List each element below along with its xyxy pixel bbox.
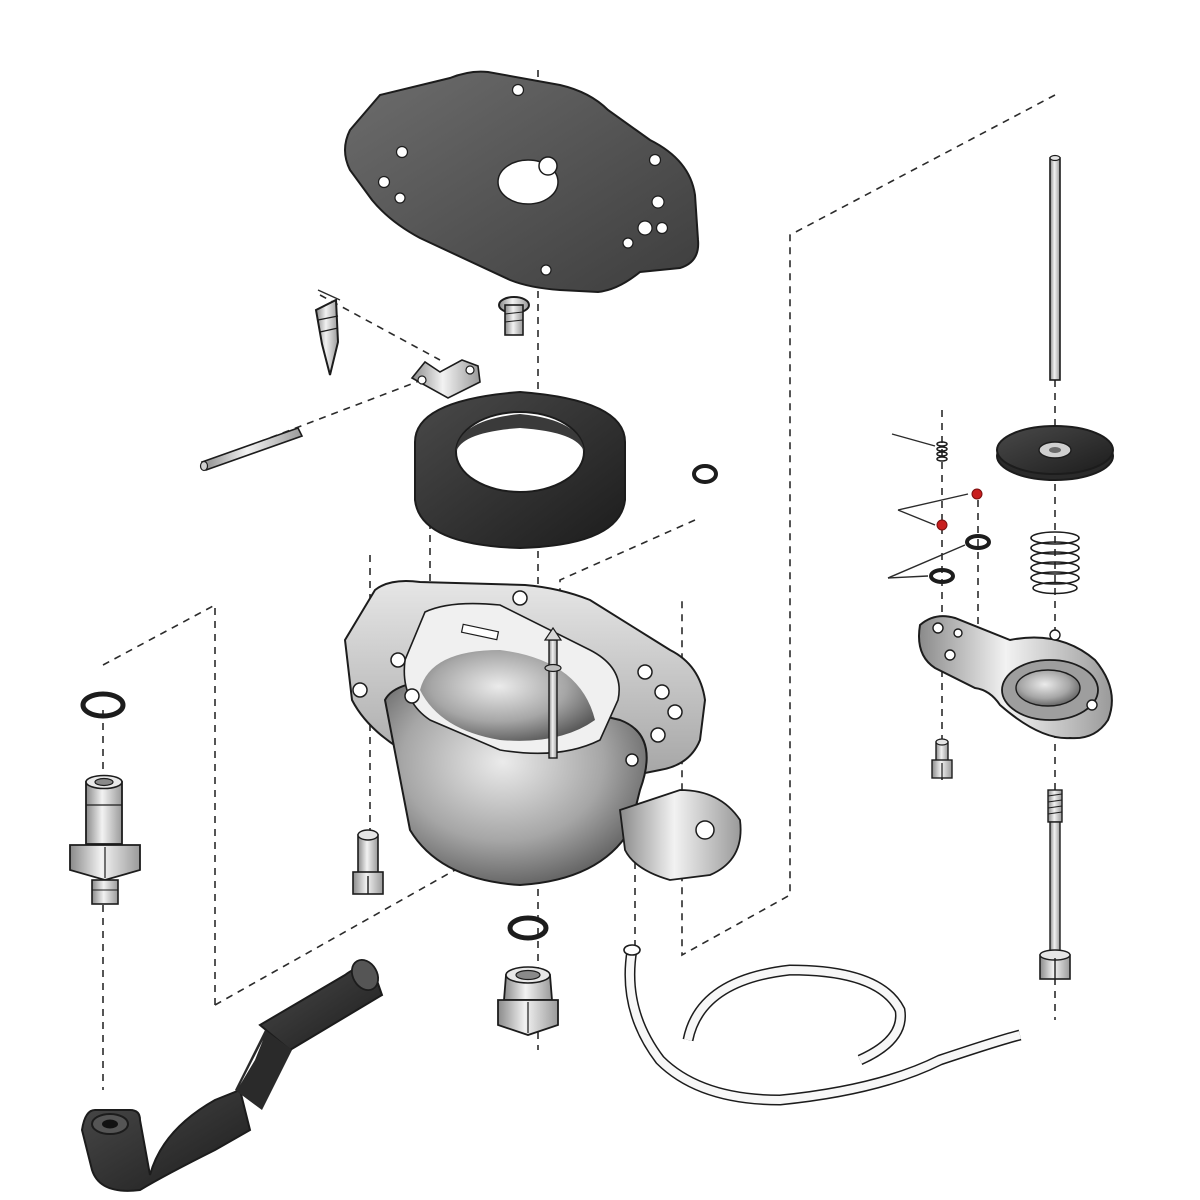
pump-orings (887, 534, 991, 584)
overflow-oring (692, 464, 718, 484)
check-balls (897, 488, 983, 531)
float (410, 359, 626, 550)
pump-housing-screw (931, 738, 953, 779)
bowl-screw-left (352, 829, 384, 895)
fuel-fitting-oring (80, 691, 126, 719)
accelerator-pump-rod (1049, 154, 1061, 381)
float-bowl (343, 580, 742, 887)
overflow-tube (623, 944, 1022, 1106)
fuel-fitting (69, 774, 141, 905)
pump-housing (918, 615, 1113, 740)
pump-adjust-screw (1039, 789, 1071, 980)
drain-plug-oring (507, 915, 549, 941)
inlet-needle-valve (314, 289, 341, 376)
pump-diaphragm (996, 425, 1114, 481)
drain-plug (497, 966, 559, 1036)
bowl-gasket-plate (344, 70, 700, 294)
bowl-screw-top (498, 296, 530, 336)
check-valve-spring (891, 433, 948, 462)
fuel-hose-elbow (80, 959, 384, 1192)
pump-spring (1030, 531, 1080, 595)
float-pin (199, 427, 304, 472)
